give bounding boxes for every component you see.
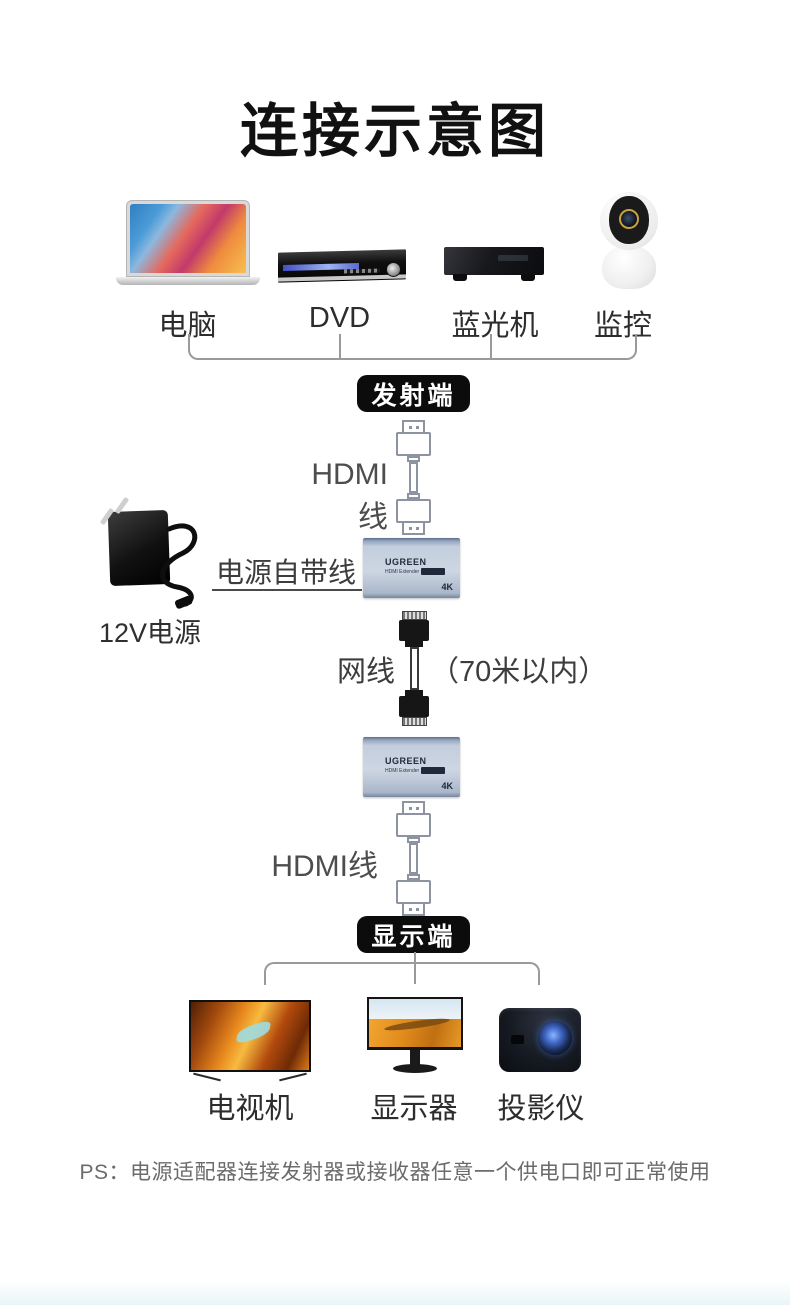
sources-bracket (188, 334, 637, 360)
display-end-badge: 显示端 (357, 916, 470, 953)
laptop-screen (126, 200, 250, 277)
extender-badge (421, 767, 446, 774)
bottom-tint-strip (0, 1281, 790, 1305)
bracket-tick (490, 334, 492, 360)
source-label-bluray: 蓝光机 (451, 310, 539, 342)
network-cable-label: 网线 (336, 656, 395, 688)
security-camera-icon (597, 192, 661, 289)
bracket-tick (339, 334, 341, 360)
power-adapter-label: 12V电源 (98, 618, 202, 648)
laptop-icon (116, 200, 260, 290)
hdmi-extender-transmitter: UGREEN HDMI Extender 4K (363, 538, 460, 598)
display-label-tv: 电视机 (206, 1093, 294, 1125)
hdmi-cable-icon (396, 801, 431, 916)
ethernet-cable-icon (399, 611, 429, 726)
laptop-base (116, 277, 260, 285)
page-title: 连接示意图 (239, 99, 550, 164)
network-cable-note: （70米以内） (430, 656, 608, 688)
power-adapter-icon (97, 496, 207, 611)
source-label-dvd: DVD (308, 302, 371, 334)
source-label-computer: 电脑 (158, 310, 217, 342)
extender-model-text: HDMI Extender (385, 767, 420, 774)
ugreen-logo: UGREEN (385, 557, 427, 567)
camera-lens (619, 209, 639, 229)
power-cable-label: 电源自带线 (215, 557, 356, 588)
hdmi-cable-icon (396, 420, 431, 535)
power-cable-line (212, 589, 362, 591)
extender-4k-mark: 4K (441, 582, 453, 592)
dvd-player-icon (278, 249, 406, 287)
bracket-tick (414, 952, 416, 984)
transmitter-badge: 发射端 (357, 375, 470, 412)
projector-icon (499, 1008, 581, 1072)
ugreen-logo: UGREEN (385, 756, 427, 766)
hdmi-cable-label-bottom: HDMI线 (271, 850, 378, 883)
hdmi-extender-receiver: UGREEN HDMI Extender 4K (363, 737, 460, 797)
power-cord (160, 523, 198, 609)
display-label-projector: 投影仪 (497, 1093, 585, 1125)
bluray-player-icon (444, 247, 544, 283)
monitor-icon (367, 997, 463, 1074)
source-label-camera: 监控 (593, 310, 652, 342)
projector-lens (538, 1021, 572, 1055)
extender-model-text: HDMI Extender (385, 568, 420, 575)
ps-note: PS：电源适配器连接发射器或接收器任意一个供电口即可正常使用 (79, 1161, 711, 1184)
extender-badge (421, 568, 446, 575)
display-label-monitor: 显示器 (370, 1093, 458, 1125)
displays-bracket (264, 962, 540, 985)
hdmi-cable-label-top: HDMI线 (311, 458, 388, 534)
extender-4k-mark: 4K (441, 781, 453, 791)
tv-icon (189, 1000, 311, 1085)
